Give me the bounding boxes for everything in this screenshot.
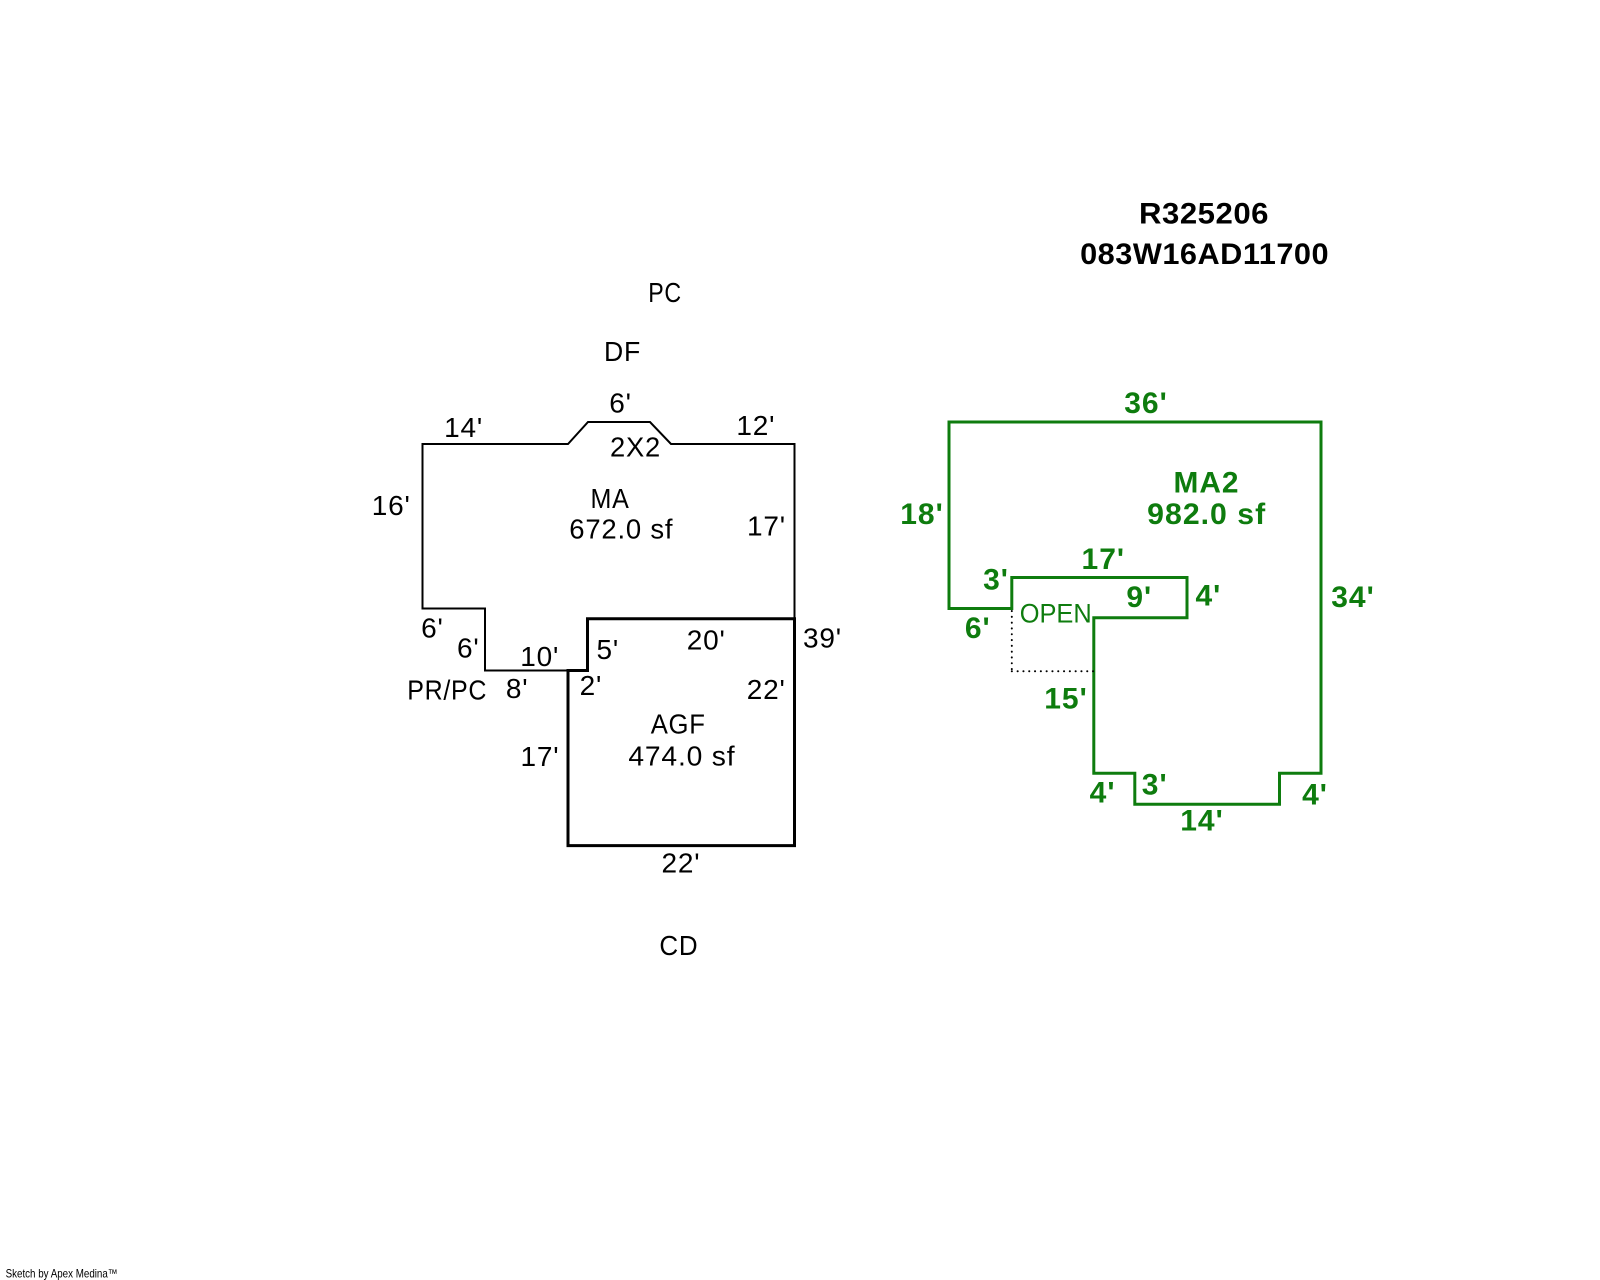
svg-text:4': 4' [1090, 777, 1116, 810]
svg-text:2X2: 2X2 [610, 431, 661, 462]
svg-text:Sketch by Apex Medina™: Sketch by Apex Medina™ [6, 1266, 118, 1280]
svg-text:AGF: AGF [651, 709, 706, 740]
svg-text:14': 14' [444, 412, 483, 443]
svg-text:17': 17' [747, 511, 786, 542]
svg-text:36': 36' [1124, 387, 1168, 420]
svg-text:12': 12' [736, 410, 775, 441]
svg-text:672.0 sf: 672.0 sf [569, 513, 673, 544]
svg-text:DF: DF [604, 336, 641, 367]
svg-text:6': 6' [421, 612, 444, 643]
svg-text:17': 17' [521, 741, 560, 772]
svg-text:4': 4' [1195, 580, 1221, 613]
svg-text:474.0 sf: 474.0 sf [628, 741, 735, 772]
svg-text:34': 34' [1331, 581, 1375, 614]
svg-text:6': 6' [457, 632, 480, 663]
svg-text:OPEN: OPEN [1020, 599, 1092, 629]
svg-text:9': 9' [1126, 581, 1152, 614]
svg-text:6': 6' [965, 612, 991, 645]
svg-text:PR/PC: PR/PC [407, 674, 487, 705]
svg-text:982.0 sf: 982.0 sf [1147, 498, 1266, 531]
svg-text:CD: CD [659, 930, 698, 961]
svg-text:6': 6' [609, 387, 632, 418]
svg-text:3': 3' [1142, 768, 1168, 801]
svg-text:22': 22' [661, 848, 700, 879]
svg-text:18': 18' [900, 498, 944, 531]
svg-text:MA: MA [591, 483, 630, 514]
svg-text:R325206: R325206 [1139, 198, 1269, 231]
svg-text:22': 22' [747, 674, 786, 705]
svg-text:16': 16' [372, 490, 411, 521]
svg-text:10': 10' [520, 641, 559, 672]
svg-text:3': 3' [983, 564, 1009, 597]
svg-text:39': 39' [803, 623, 842, 654]
svg-text:PC: PC [648, 277, 682, 308]
svg-text:083W16AD11700: 083W16AD11700 [1080, 238, 1329, 271]
svg-text:2': 2' [580, 670, 603, 701]
svg-text:20': 20' [687, 625, 726, 656]
svg-text:15': 15' [1044, 683, 1088, 716]
svg-text:4': 4' [1302, 779, 1328, 812]
svg-text:8': 8' [506, 673, 529, 704]
svg-text:5': 5' [597, 634, 620, 665]
svg-text:MA2: MA2 [1174, 467, 1240, 500]
svg-text:17': 17' [1082, 543, 1126, 576]
svg-text:14': 14' [1180, 804, 1224, 837]
